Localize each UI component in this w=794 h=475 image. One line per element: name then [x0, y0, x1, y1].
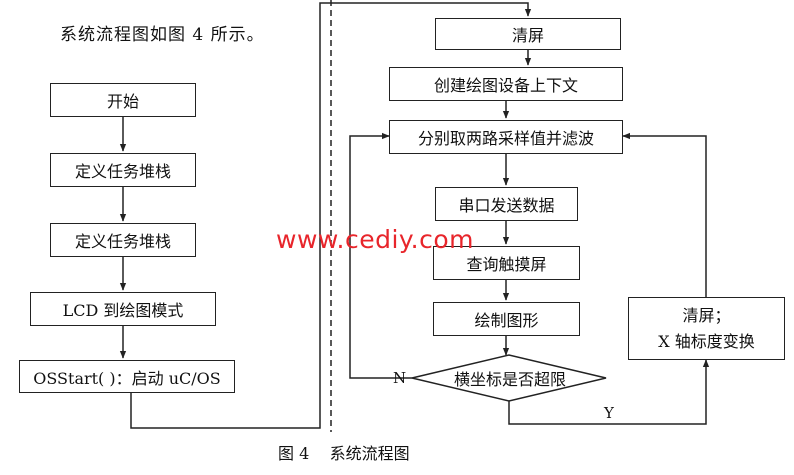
no-label: N	[393, 369, 407, 387]
define-stack-box-2: 定义任务堆栈	[50, 223, 196, 257]
define-stack-box-1: 定义任务堆栈	[50, 153, 196, 187]
clear-scale-box: 清屏； X 轴标度变换	[628, 297, 785, 360]
draw-graph-box: 绘制图形	[433, 302, 580, 336]
arrow-no-loop	[349, 132, 412, 379]
query-touch-box: 查询触摸屏	[433, 246, 580, 280]
figure-caption: 图 4 系统流程图	[278, 444, 410, 463]
clear-screen-box: 清屏	[435, 18, 621, 50]
arrow-osstart-to-clear	[130, 2, 532, 429]
serial-send-box: 串口发送数据	[435, 187, 578, 221]
osstart-box: OSStart( )：启动 uC/OS	[19, 360, 235, 393]
decision-diamond	[411, 354, 607, 402]
create-context-box: 创建绘图设备上下文	[389, 67, 623, 101]
intro-text: 系统流程图如图 4 所示。	[60, 25, 265, 45]
clear-scale-line1: 清屏；	[682, 305, 731, 325]
lcd-mode-box: LCD 到绘图模式	[30, 292, 216, 326]
yes-label: Y	[604, 404, 614, 422]
sampling-box: 分别取两路采样值并滤波	[389, 120, 623, 154]
watermark: www.cediy.com	[276, 225, 475, 254]
arrow-yes-branch	[508, 359, 710, 425]
arrow-scale-to-sample	[622, 132, 707, 297]
decision-label: 横坐标是否超限	[453, 370, 566, 389]
clear-scale-line2: X 轴标度变换	[658, 331, 755, 351]
start-box: 开始	[50, 83, 196, 117]
